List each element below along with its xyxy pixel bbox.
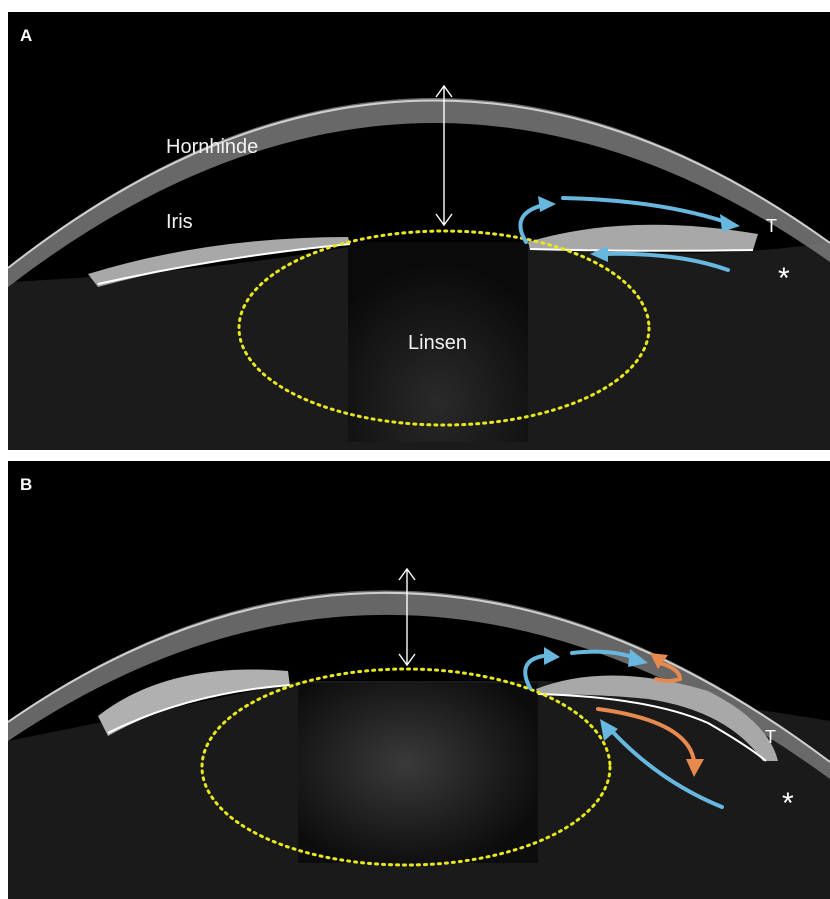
oct-panel-b: B T * [8, 461, 830, 899]
angle-marker-a: * [778, 262, 790, 296]
anterior-chamber-depth-arrow [399, 569, 415, 665]
t-marker-b: T [765, 727, 776, 748]
angle-marker-b: * [782, 787, 794, 821]
lens-body [298, 683, 538, 863]
panel-letter-a: A [20, 26, 32, 46]
oct-scan-a [8, 12, 830, 450]
oct-scan-b [8, 461, 830, 899]
lens-label: Linsen [408, 332, 467, 355]
cornea-label: Hornhinde [166, 136, 258, 159]
panel-letter-b: B [20, 475, 32, 495]
oct-panel-a: A Hornhinde Iris Linsen T * [8, 12, 830, 450]
t-marker-a: T [766, 216, 777, 237]
iris-label: Iris [166, 211, 193, 234]
